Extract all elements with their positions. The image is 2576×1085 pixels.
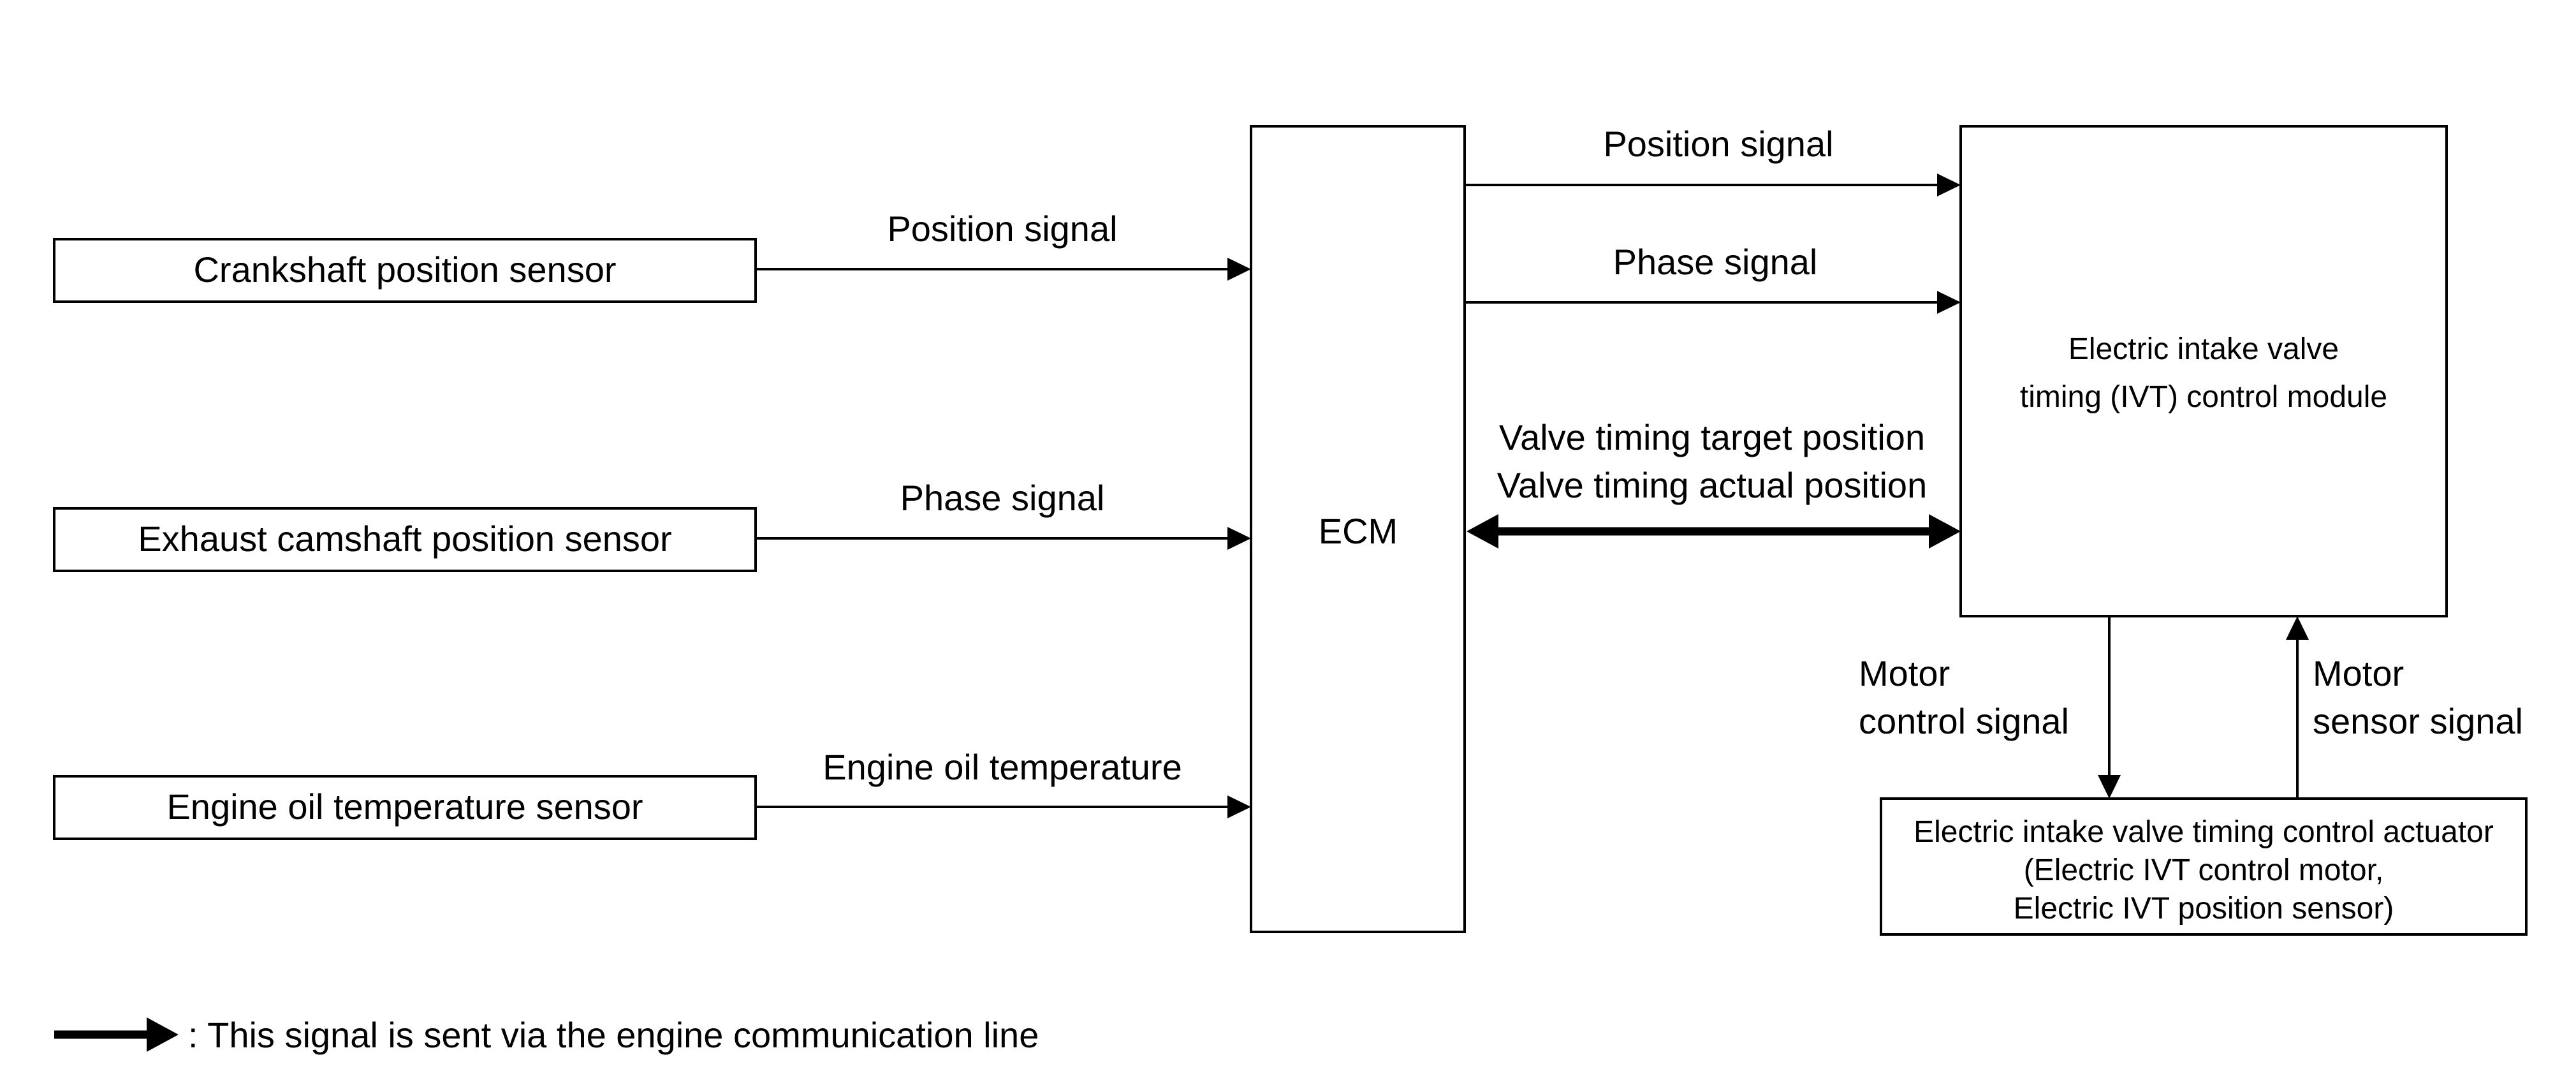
motor-control-signal-connector: Motor control signal — [1859, 616, 2121, 799]
arrow-head-icon — [1227, 795, 1251, 818]
exhaust-camshaft-sensor-box: Exhaust camshaft position sensor — [53, 507, 757, 572]
crankshaft-to-ecm-connector: Position signal — [756, 209, 1251, 281]
crankshaft-signal-label: Position signal — [887, 209, 1117, 249]
arrow-head-icon — [1937, 173, 1961, 196]
ecm-phase-signal-connector: Phase signal — [1465, 242, 1961, 314]
actuator-label-line2: (Electric IVT control motor, — [2024, 853, 2384, 887]
module-phase-signal-label: Phase signal — [1613, 242, 1818, 282]
valve-timing-target-label: Valve timing target position — [1499, 417, 1925, 457]
actuator-label-line3: Electric IVT position sensor) — [2014, 892, 2394, 926]
arrow-head-icon — [1227, 258, 1251, 281]
motor-sensor-label-line2: sensor signal — [2313, 701, 2523, 741]
ivt-actuator-box: Electric intake valve timing control act… — [1880, 797, 2528, 936]
oil-temperature-sensor-label: Engine oil temperature sensor — [166, 786, 643, 827]
actuator-label-line1: Electric intake valve timing control act… — [1914, 815, 2494, 849]
legend-arrow-icon — [147, 1017, 179, 1052]
oil-temperature-sensor-box: Engine oil temperature sensor — [53, 775, 757, 840]
arrow-head-left-icon — [1467, 514, 1498, 549]
arrow-head-icon — [2286, 616, 2309, 640]
arrow-head-icon — [1227, 527, 1251, 550]
module-position-signal-label: Position signal — [1603, 124, 1833, 164]
crankshaft-sensor-box: Crankshaft position sensor — [53, 238, 757, 303]
communication-line-connector: Valve timing target position Valve timin… — [1467, 417, 1961, 549]
ivt-module-label-line2: timing (IVT) control module — [2020, 380, 2387, 414]
arrow-head-icon — [1937, 291, 1961, 314]
ivt-control-module-box: Electric intake valve timing (IVT) contr… — [1959, 125, 2448, 617]
oil-temperature-to-ecm-connector: Engine oil temperature — [756, 747, 1251, 818]
ivt-module-label-line1: Electric intake valve — [2068, 332, 2339, 366]
ecm-label: ECM — [1319, 511, 1398, 551]
oil-temperature-signal-label: Engine oil temperature — [823, 747, 1182, 787]
exhaust-camshaft-to-ecm-connector: Phase signal — [756, 478, 1251, 550]
exhaust-camshaft-sensor-label: Exhaust camshaft position sensor — [138, 519, 671, 559]
legend-text: : This signal is sent via the engine com… — [188, 1015, 1039, 1055]
motor-control-label-line2: control signal — [1859, 701, 2069, 741]
ecm-box: ECM — [1250, 125, 1466, 933]
motor-control-label-line1: Motor — [1859, 653, 1950, 693]
legend: : This signal is sent via the engine com… — [54, 1015, 1039, 1055]
arrow-head-icon — [2098, 775, 2121, 799]
exhaust-camshaft-signal-label: Phase signal — [900, 478, 1105, 518]
crankshaft-sensor-label: Crankshaft position sensor — [193, 249, 616, 290]
valve-timing-actual-label: Valve timing actual position — [1497, 465, 1927, 505]
motor-sensor-label-line1: Motor — [2313, 653, 2404, 693]
arrow-head-right-icon — [1929, 514, 1961, 549]
motor-sensor-signal-connector: Motor sensor signal — [2286, 616, 2523, 799]
ecm-position-signal-connector: Position signal — [1465, 124, 1961, 196]
